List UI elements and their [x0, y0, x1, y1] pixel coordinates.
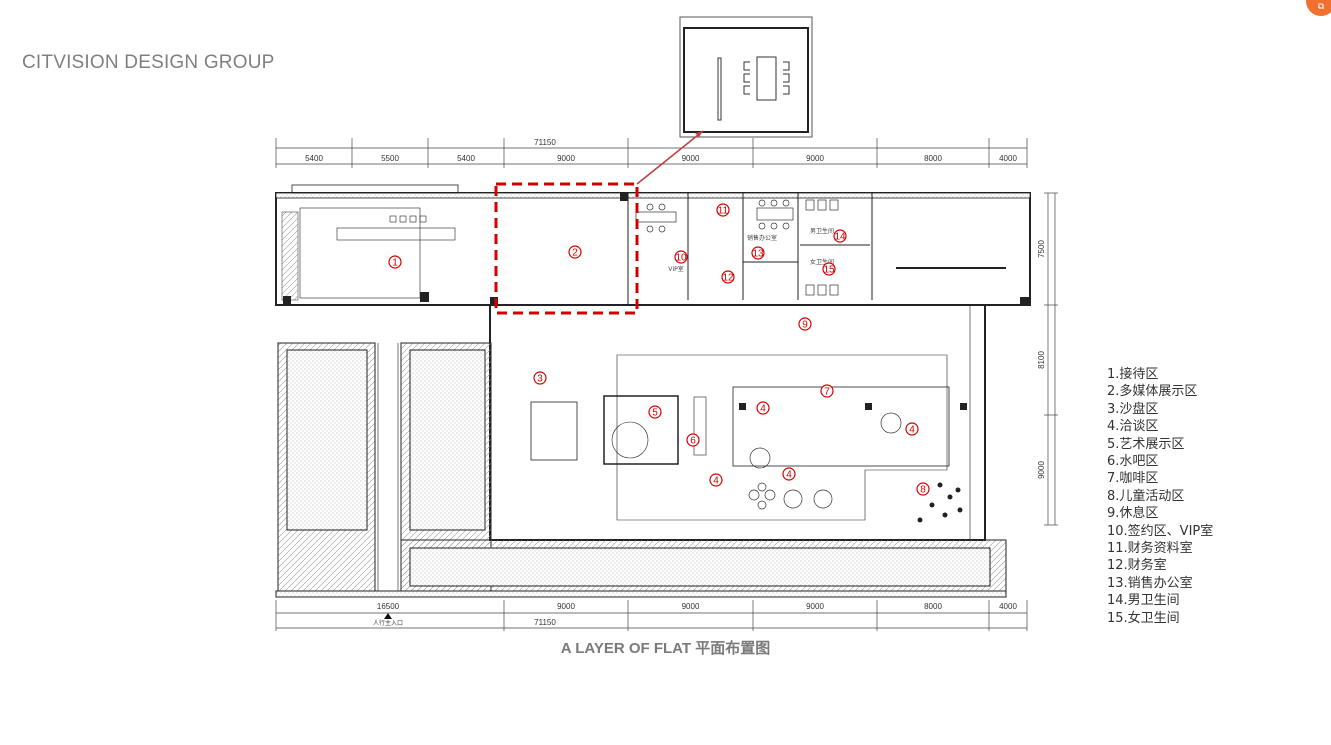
- svg-text:6: 6: [690, 436, 696, 447]
- legend-item: 13.销售办公室: [1107, 575, 1193, 591]
- legend-item: 15.女卫生间: [1107, 610, 1180, 626]
- top-dimension: 8000: [924, 154, 942, 163]
- callout-arrow: [636, 130, 704, 185]
- svg-text:11: 11: [718, 206, 729, 217]
- entrance-label: 人行主入口: [373, 619, 403, 627]
- meeting-room-inset: [679, 16, 813, 138]
- top-dimension: 4000: [999, 154, 1017, 163]
- bottom-dimension: 9000: [557, 602, 575, 611]
- room-marker: 14: [833, 229, 847, 243]
- room-marker: 8: [916, 482, 930, 496]
- right-dimensions: [1044, 192, 1058, 526]
- legend-item: 4.洽谈区: [1107, 419, 1159, 435]
- svg-text:10: 10: [675, 253, 687, 264]
- legend-item: 7.咖啡区: [1107, 471, 1159, 487]
- svg-text:13: 13: [752, 249, 764, 260]
- app-badge-icon[interactable]: ⧉: [1306, 0, 1331, 16]
- room-marker: 9: [798, 317, 812, 331]
- legend-item: 14.男卫生间: [1107, 593, 1180, 609]
- room-marker: 6: [686, 433, 700, 447]
- top-total-dimension: 71150: [534, 138, 556, 147]
- right-dimension: 9000: [1037, 461, 1046, 479]
- highlight-dashed-region: [494, 182, 639, 315]
- legend-item: 8.儿童活动区: [1107, 488, 1185, 504]
- svg-text:7: 7: [824, 387, 830, 398]
- legend-item: 2.多媒体展示区: [1107, 384, 1198, 400]
- bottom-dimensions: [275, 600, 1028, 631]
- svg-text:12: 12: [722, 273, 734, 284]
- room-label-vip: VIP室: [668, 265, 684, 273]
- room-marker: 4: [709, 473, 723, 487]
- room-marker: 2: [568, 245, 582, 259]
- bottom-dimension: 16500: [377, 602, 400, 611]
- top-dimension: 5500: [381, 154, 399, 163]
- svg-text:9: 9: [802, 320, 808, 331]
- svg-text:4: 4: [786, 470, 792, 481]
- legend-item: 10.签约区、VIP室: [1107, 523, 1214, 539]
- top-dimension: 9000: [682, 154, 700, 163]
- room-label-men: 男卫生间: [810, 227, 834, 235]
- svg-text:2: 2: [572, 248, 578, 259]
- bottom-dimension: 9000: [806, 602, 824, 611]
- svg-text:5: 5: [652, 408, 658, 419]
- svg-text:14: 14: [834, 232, 846, 243]
- room-marker: 11: [716, 203, 730, 217]
- room-label-office: 销售办公室: [747, 234, 777, 242]
- svg-text:4: 4: [909, 425, 915, 436]
- room-marker: 4: [782, 467, 796, 481]
- legend-item: 3.沙盘区: [1107, 401, 1159, 417]
- furniture: [283, 193, 1029, 523]
- legend-item: 6.水吧区: [1107, 454, 1159, 470]
- entrance-arrow-icon: [384, 613, 392, 619]
- bottom-dimension: 9000: [682, 602, 700, 611]
- right-dimension: 8100: [1037, 351, 1046, 369]
- bottom-dimension: 4000: [999, 602, 1017, 611]
- legend-item: 5.艺术展示区: [1107, 436, 1185, 452]
- bottom-dimension: 8000: [924, 602, 942, 611]
- top-dimensions: [275, 138, 1028, 168]
- courtyards: [275, 342, 1007, 598]
- room-label-women: 女卫生间: [810, 258, 834, 266]
- room-marker: 12: [721, 270, 735, 284]
- room-marker: 10: [674, 250, 688, 264]
- legend-item: 9.休息区: [1107, 506, 1159, 522]
- room-marker: 4: [756, 401, 770, 415]
- svg-text:4: 4: [760, 404, 766, 415]
- plan-caption: A LAYER OF FLAT 平面布置图: [560, 640, 771, 657]
- room-marker: 3: [533, 371, 547, 385]
- legend-item: 11.财务资料室: [1107, 541, 1193, 557]
- svg-text:4: 4: [713, 476, 719, 487]
- room-marker: 7: [820, 384, 834, 398]
- top-dimension: 9000: [557, 154, 575, 163]
- top-dimension: 5400: [305, 154, 323, 163]
- svg-text:8: 8: [920, 485, 926, 496]
- legend-item: 1.接待区: [1107, 367, 1159, 382]
- room-marker: 4: [905, 422, 919, 436]
- room-marker: 5: [648, 405, 662, 419]
- room-marker: 13: [751, 246, 765, 260]
- svg-text:3: 3: [537, 374, 543, 385]
- room-marker: 1: [388, 255, 402, 269]
- svg-text:1: 1: [392, 258, 398, 269]
- top-dimension: 5400: [457, 154, 475, 163]
- bottom-total-dimension: 71150: [534, 618, 556, 627]
- room-marker: 15: [822, 262, 836, 276]
- svg-text:15: 15: [823, 265, 835, 276]
- legend-item: 12.财务室: [1107, 558, 1167, 574]
- building-walls: [275, 184, 1031, 541]
- right-dimension: 7500: [1037, 240, 1046, 258]
- top-dimension: 9000: [806, 154, 824, 163]
- company-brand: CITVISION DESIGN GROUP: [22, 52, 275, 73]
